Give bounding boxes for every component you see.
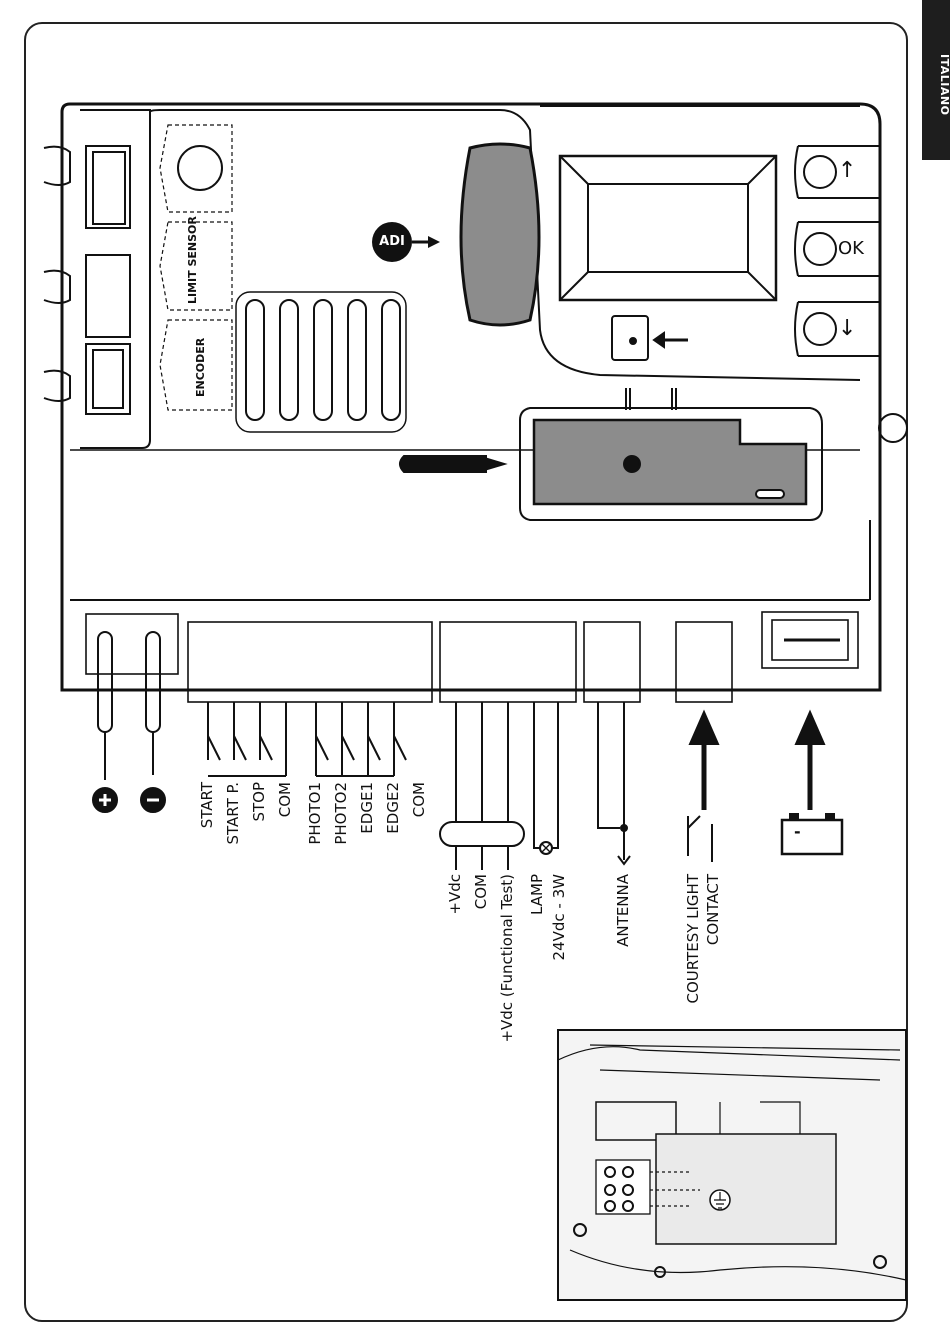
terminal-label-courtesy-light: COURTESY LIGHT — [684, 874, 702, 1004]
terminal-label-edge1: EDGE1 — [358, 782, 376, 834]
terminal-label-lamp-spec: 24Vdc - 3W — [550, 874, 568, 960]
adi-arrow-icon — [412, 236, 440, 248]
limit-sensor-label: LIMIT SENSOR — [186, 228, 199, 304]
key-ok-button[interactable]: OK — [838, 238, 874, 264]
power-lamp-wiring — [440, 702, 558, 870]
terminal-label-com-3: COM — [472, 874, 490, 909]
terminal-label-contact: CONTACT — [704, 874, 722, 945]
input-contacts — [208, 702, 406, 776]
key-up-button[interactable]: ↑ — [838, 158, 862, 186]
terminal-label-antenna: ANTENNA — [614, 874, 632, 947]
terminal-label-stop: STOP — [250, 782, 268, 822]
control-board — [44, 104, 907, 690]
terminal-label-vdc-functional-test: +Vdc (Functional Test) — [498, 874, 516, 1043]
key-down-button[interactable]: ↓ — [838, 316, 862, 344]
terminal-label-photo2: PHOTO2 — [332, 782, 350, 845]
terminal-label-start-p: START P. — [224, 782, 242, 845]
terminal-label-photo1: PHOTO1 — [306, 782, 324, 845]
antenna-wiring — [598, 702, 630, 864]
terminal-label-vdc: +Vdc — [446, 874, 464, 915]
terminal-label-com-2: COM — [410, 782, 428, 817]
encoder-label: ENCODER — [194, 330, 207, 404]
battery-wires — [93, 632, 165, 812]
terminal-label-com-1: COM — [276, 782, 294, 817]
terminal-label-edge2: EDGE2 — [384, 782, 402, 834]
inset-photo — [558, 1030, 906, 1300]
terminal-label-lamp: LAMP — [528, 874, 546, 915]
adi-badge: ADI — [372, 222, 412, 262]
terminal-label-start: START — [198, 782, 216, 828]
arrows — [688, 712, 842, 862]
adi-badge-text: ADI — [379, 234, 405, 249]
battery-minus-sign: - — [794, 822, 801, 841]
